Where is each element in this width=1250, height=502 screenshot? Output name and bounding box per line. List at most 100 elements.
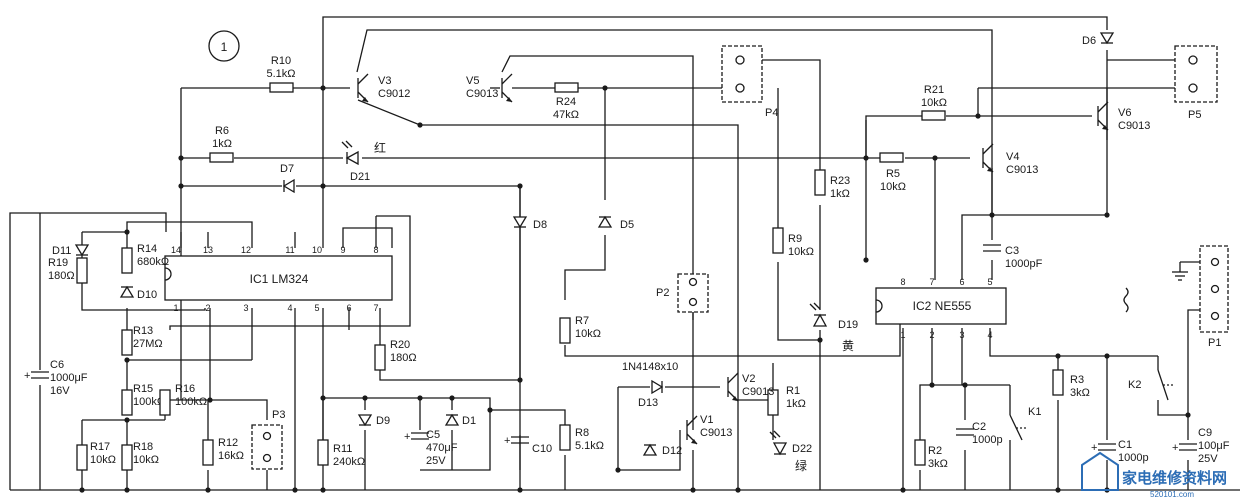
ic-pin-number: 6: [959, 277, 964, 287]
ic-pin-number: 5: [987, 277, 992, 287]
capacitor-ref: C3: [1005, 245, 1019, 257]
resistor-value: 100kΩ: [133, 396, 165, 408]
ic-pin-number: 2: [929, 330, 934, 340]
resistor-ref: R3: [1070, 374, 1084, 386]
capacitor-value: 1000μF: [50, 372, 88, 384]
diode-ref: D8: [533, 219, 547, 231]
diode-d5: D5: [597, 215, 634, 231]
resistor-ref: R19: [48, 257, 68, 269]
figure-number-label: 1: [221, 40, 228, 54]
connector-p5: P5: [1174, 45, 1218, 121]
capacitor-value: 1000pF: [1005, 258, 1043, 270]
k2-label: K2: [1128, 379, 1141, 391]
capacitor-polarity: +: [404, 431, 410, 443]
connector-p1: P1: [1199, 245, 1229, 349]
diode-ref: D13: [638, 397, 658, 409]
capacitor-ref: C6: [50, 359, 64, 371]
watermark-house-icon: [1081, 451, 1119, 491]
diode-d1: D1: [444, 413, 476, 427]
resistor-ref: R1: [786, 385, 800, 397]
resistor-ref: R8: [575, 427, 589, 439]
diode-d6: D6: [1082, 32, 1115, 47]
led-color-label: 绿: [795, 458, 807, 473]
led-ref: D21: [350, 171, 370, 183]
resistor-ref: R13: [133, 325, 153, 337]
ic-pin-number: 12: [241, 245, 251, 255]
diode-ref: D7: [280, 163, 294, 175]
led-ref: D22: [792, 443, 812, 455]
resistor-ref: R24: [556, 96, 576, 108]
resistor-value: 3kΩ: [1070, 387, 1090, 399]
transistor-type: C9012: [378, 88, 410, 100]
transistor-type: C9013: [466, 88, 498, 100]
resistor-r8: R85.1kΩ: [559, 424, 604, 452]
ic-pin-number: 7: [373, 303, 378, 313]
ic-pin-number: 9: [340, 245, 345, 255]
connector-p3: P3: [251, 409, 285, 470]
resistor-value: 100kΩ: [175, 396, 207, 408]
diode-d13: D13: [638, 379, 664, 409]
capacitor-polarity: +: [504, 435, 510, 447]
transistor-ref: V3: [378, 75, 391, 87]
transistor-type: C9013: [742, 386, 774, 398]
ic-pin-number: 11: [285, 245, 294, 255]
ic-pin-number: 8: [900, 277, 905, 287]
watermark: 家电维修资料网 520101.com: [1081, 451, 1227, 499]
capacitor-value: 470μF: [426, 442, 458, 454]
diode-ref: D9: [376, 415, 390, 427]
resistor-value: 10kΩ: [921, 97, 947, 109]
ic-pin-number: 7: [929, 277, 934, 287]
capacitor-ref: C9: [1198, 427, 1212, 439]
diode-ref: D1: [462, 415, 476, 427]
capacitor-value: 1000p: [972, 434, 1003, 446]
resistor-value: 3kΩ: [928, 458, 948, 470]
diode-d11: D11: [52, 244, 90, 257]
resistor-ref: R7: [575, 315, 589, 327]
resistor-value: 10kΩ: [133, 454, 159, 466]
capacitor-ref: C10: [532, 443, 552, 455]
transistor-ref: V2: [742, 373, 755, 385]
resistor-ref: R9: [788, 233, 802, 245]
led-ref: D19: [838, 319, 858, 331]
capacitor-ref: C1: [1118, 439, 1132, 451]
resistor-value: 5.1kΩ: [575, 440, 604, 452]
watermark-url: 520101.com: [1150, 490, 1194, 499]
ic-pin-number: 4: [987, 330, 992, 340]
ic-pin-number: 8: [373, 245, 378, 255]
resistor-value: 5.1kΩ: [266, 68, 295, 80]
resistor-value: 16kΩ: [218, 450, 244, 462]
resistor-value: 47kΩ: [553, 109, 579, 121]
resistor-ref: R11: [333, 443, 352, 455]
diode-d9: D9: [357, 414, 390, 427]
p1-label: P1: [1208, 337, 1221, 349]
diode-ref: D6: [1082, 35, 1096, 47]
p2-label: P2: [656, 287, 669, 299]
resistor-value: 10kΩ: [880, 181, 906, 193]
capacitor-polarity: +: [24, 370, 30, 382]
transistor-ref: V4: [1006, 151, 1019, 163]
capacitor-voltage: 16V: [50, 385, 70, 397]
